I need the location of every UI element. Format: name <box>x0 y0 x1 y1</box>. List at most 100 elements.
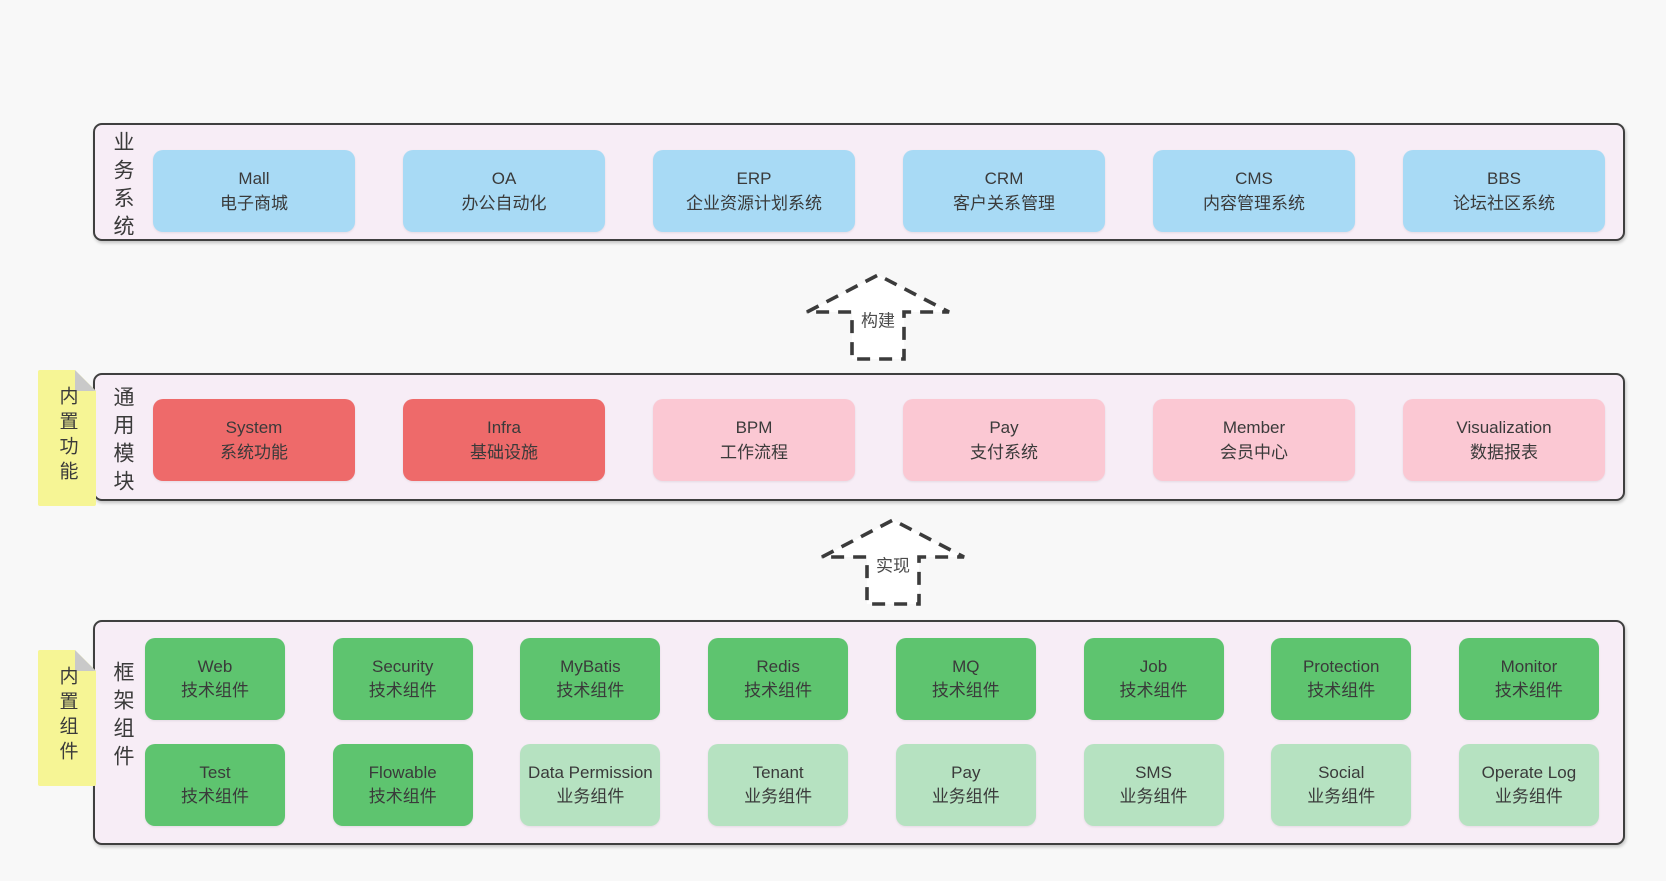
box-security: Security 技术组件 <box>332 638 473 720</box>
sticky-note-text: 内置功能 <box>56 386 78 486</box>
box-name: Flowable <box>368 763 437 782</box>
box-redis: Redis 技术组件 <box>708 638 849 720</box>
box-desc: 客户关系管理 <box>953 194 1055 213</box>
box-desc: 系统功能 <box>220 443 288 462</box>
box-desc: 技术组件 <box>181 787 249 806</box>
box-desc: 技术组件 <box>744 681 813 700</box>
box-name: Job <box>1139 657 1168 676</box>
box-desc: 技术组件 <box>368 787 437 806</box>
box-name: Data Permission <box>528 763 653 782</box>
box-web: Web 技术组件 <box>145 638 285 720</box>
box-desc: 支付系统 <box>970 443 1038 462</box>
box-desc: 技术组件 <box>1494 681 1563 700</box>
business-box-row: Mall 电子商城 OA 办公自动化 ERP 企业资源计划系统 CRM 客户关系… <box>153 150 1605 232</box>
box-desc: 技术组件 <box>556 681 625 700</box>
box-name: CRM <box>984 169 1024 188</box>
box-name: Pay <box>951 763 981 782</box>
box-name: Operate Log <box>1481 763 1577 782</box>
box-name: Test <box>199 763 231 782</box>
component-row-1: Web 技术组件 Security 技术组件 MyBatis 技术组件 Redi… <box>145 638 1599 720</box>
box-crm: CRM 客户关系管理 <box>903 150 1105 232</box>
box-desc: 基础设施 <box>470 443 538 462</box>
box-name: Redis <box>756 657 800 676</box>
box-desc: 会员中心 <box>1220 443 1288 462</box>
box-name: OA <box>491 169 517 188</box>
box-name: Pay <box>989 418 1019 437</box>
box-erp: ERP 企业资源计划系统 <box>653 150 855 232</box>
box-name: Monitor <box>1500 657 1558 676</box>
box-name: Web <box>197 657 233 676</box>
box-desc: 业务组件 <box>1119 787 1188 806</box>
box-desc: 技术组件 <box>1119 681 1188 700</box>
module-box-row: System 系统功能 Infra 基础设施 BPM 工作流程 Pay 支付系统… <box>153 399 1605 481</box>
box-desc: 办公自动化 <box>461 194 547 213</box>
box-infra: Infra 基础设施 <box>403 399 605 481</box>
box-name: Tenant <box>752 763 804 782</box>
arrow-up-build: 构建 <box>805 273 951 361</box>
box-desc: 电子商城 <box>220 194 288 213</box>
box-desc: 业务组件 <box>744 787 813 806</box>
box-social: Social 业务组件 <box>1271 744 1412 826</box>
box-desc: 工作流程 <box>720 443 788 462</box>
box-pay-module: Pay 支付系统 <box>903 399 1105 481</box>
box-desc: 技术组件 <box>931 681 1000 700</box>
box-name: Infra <box>486 418 522 437</box>
box-name: Security <box>371 657 434 676</box>
box-desc: 业务组件 <box>1307 787 1376 806</box>
layer-label-common: 通用模块 <box>111 386 134 498</box>
box-mq: MQ 技术组件 <box>895 638 1036 720</box>
box-desc: 技术组件 <box>1307 681 1376 700</box>
box-test: Test 技术组件 <box>145 744 285 826</box>
box-bbs: BBS 论坛社区系统 <box>1403 150 1605 232</box>
box-desc: 企业资源计划系统 <box>686 194 822 213</box>
box-protection: Protection 技术组件 <box>1271 638 1412 720</box>
box-desc: 业务组件 <box>1494 787 1563 806</box>
box-system: System 系统功能 <box>153 399 355 481</box>
sticky-note-text: 内置组件 <box>56 666 78 766</box>
box-name: Social <box>1318 763 1365 782</box>
box-data-permission: Data Permission 业务组件 <box>520 744 661 826</box>
box-sms: SMS 业务组件 <box>1083 744 1224 826</box>
sticky-note-builtin-components: 内置组件 <box>38 650 96 786</box>
box-oa: OA 办公自动化 <box>403 150 605 232</box>
box-bpm: BPM 工作流程 <box>653 399 855 481</box>
box-desc: 论坛社区系统 <box>1453 194 1555 213</box>
box-operate-log: Operate Log 业务组件 <box>1458 744 1599 826</box>
box-desc: 技术组件 <box>181 681 249 700</box>
layer-label-framework: 框架组件 <box>111 661 134 773</box>
box-name: Protection <box>1302 657 1380 676</box>
layer-common-modules: 通用模块 System 系统功能 Infra 基础设施 BPM 工作流程 Pay… <box>93 373 1625 501</box>
box-name: Member <box>1222 418 1286 437</box>
box-name: Mall <box>238 169 270 188</box>
sticky-note-builtin-features: 内置功能 <box>38 370 96 506</box>
box-tenant: Tenant 业务组件 <box>708 744 849 826</box>
arrow-label-implement: 实现 <box>874 551 912 577</box>
box-name: ERP <box>736 169 772 188</box>
layer-business-systems: 业务系统 Mall 电子商城 OA 办公自动化 ERP 企业资源计划系统 CRM… <box>93 123 1625 243</box>
box-name: MyBatis <box>560 657 621 676</box>
box-desc: 技术组件 <box>368 681 437 700</box>
box-name: BBS <box>1486 169 1522 188</box>
box-desc: 业务组件 <box>556 787 625 806</box>
box-flowable: Flowable 技术组件 <box>332 744 473 826</box>
arrow-label-build: 构建 <box>859 306 897 332</box>
box-desc: 业务组件 <box>931 787 1000 806</box>
box-name: Visualization <box>1456 418 1552 437</box>
box-mall: Mall 电子商城 <box>153 150 355 232</box>
box-cms: CMS 内容管理系统 <box>1153 150 1355 232</box>
box-monitor: Monitor 技术组件 <box>1458 638 1599 720</box>
component-row-2: Test 技术组件 Flowable 技术组件 Data Permission … <box>145 744 1599 826</box>
box-job: Job 技术组件 <box>1083 638 1224 720</box>
layer-framework-components: 框架组件 Web 技术组件 Security 技术组件 MyBatis 技术组件… <box>93 620 1625 845</box>
box-name: MQ <box>952 657 980 676</box>
arrow-up-implement: 实现 <box>820 518 966 606</box>
box-desc: 内容管理系统 <box>1203 194 1305 213</box>
box-pay-component: Pay 业务组件 <box>895 744 1036 826</box>
box-name: CMS <box>1235 169 1273 188</box>
box-name: SMS <box>1135 763 1172 782</box>
box-mybatis: MyBatis 技术组件 <box>520 638 661 720</box>
layer-label-business: 业务系统 <box>111 131 134 243</box>
box-visualization: Visualization 数据报表 <box>1403 399 1605 481</box>
box-desc: 数据报表 <box>1470 443 1538 462</box>
